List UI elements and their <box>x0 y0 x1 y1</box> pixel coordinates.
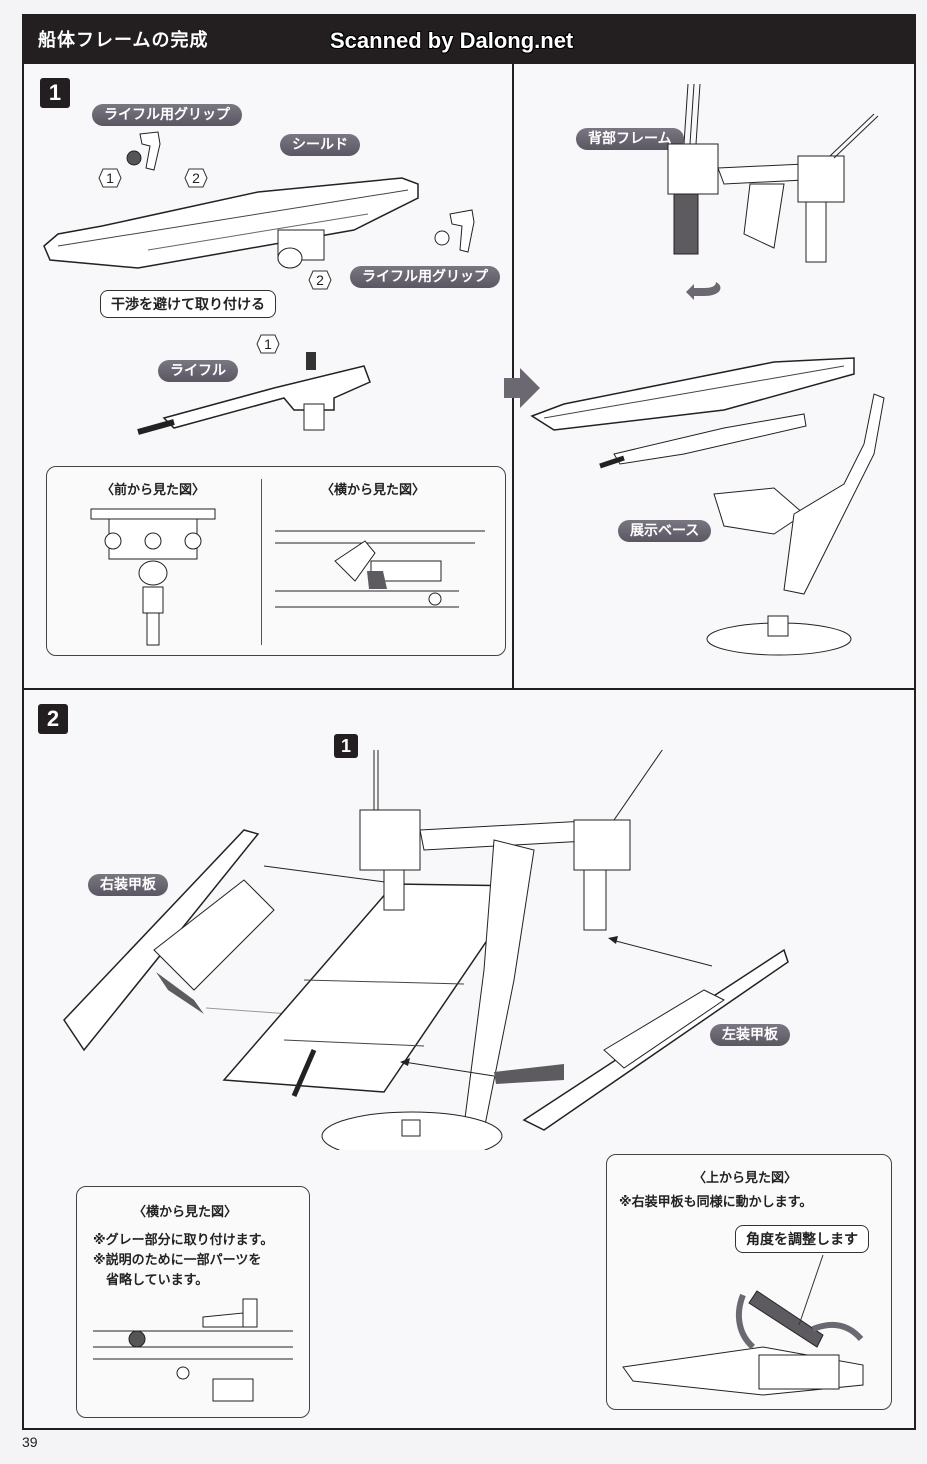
label-rifle-grip-right: ライフル用グリップ <box>350 266 500 288</box>
step1-reference-badge: 1 <box>334 734 358 758</box>
label-shield: シールド <box>280 134 360 156</box>
step1-badge: 1 <box>40 78 70 108</box>
step1-views-inset: 〈前から見た図〉 〈横から見た図〉 <box>46 466 506 656</box>
rotate-arrow-icon <box>686 282 721 300</box>
hull-assembly-drawing <box>63 750 789 1150</box>
inset-divider <box>261 479 262 645</box>
side-view-detail-drawing <box>93 1298 293 1402</box>
order-marker-2b: 2 <box>308 270 332 290</box>
order-marker-2: 2 <box>184 168 208 188</box>
side-view-inset: 〈横から見た図〉 ※グレー部分に取り付けます。 ※説明のために一部パーツを 省略… <box>76 1186 310 1418</box>
side-view-note-1: ※グレー部分に取り付けます。 <box>93 1233 274 1248</box>
top-view-note: ※右装甲板も同様に動かします。 <box>619 1195 813 1210</box>
label-rifle-grip-top: ライフル用グリップ <box>92 104 242 126</box>
page-number: 39 <box>22 1434 38 1450</box>
rifle-drawing <box>137 352 371 435</box>
top-view-detail-drawing <box>622 1255 864 1396</box>
scan-watermark: Scanned by Dalong.net <box>330 28 574 53</box>
callout-avoid-interference: 干渉を避けて取り付ける <box>100 290 276 318</box>
label-back-frame: 背部フレーム <box>576 128 684 150</box>
step2-badge: 2 <box>38 704 68 734</box>
next-arrow-icon <box>504 368 540 408</box>
side-view-inset-title: 〈横から見た図〉 <box>133 1205 238 1220</box>
side-view-title: 〈横から見た図〉 <box>321 483 426 498</box>
step2-panel: 2 1 右装甲板 左装甲板 <box>22 688 916 1430</box>
rifle-grip-part-top <box>126 131 161 171</box>
side-view-drawing <box>275 530 485 608</box>
back-frame-drawing <box>667 84 879 263</box>
assembled-ship-drawing <box>530 357 885 656</box>
step1-divider <box>512 64 514 688</box>
label-right-armor: 右装甲板 <box>88 874 168 896</box>
shield-frame-drawing <box>43 177 419 269</box>
section-header: 船体フレームの完成 Scanned by Dalong.net <box>22 14 916 62</box>
step1-panel: 1 ライフル用グリップ シールド ライフル用グリップ ライフル 背部フレーム 展… <box>22 62 916 690</box>
front-view-drawing <box>90 508 216 646</box>
callout-adjust-angle: 角度を調整します <box>735 1225 869 1253</box>
section-title: 船体フレームの完成 <box>38 30 209 51</box>
label-left-armor: 左装甲板 <box>710 1024 790 1046</box>
label-display-base: 展示ベース <box>618 520 712 542</box>
label-rifle: ライフル <box>158 360 238 382</box>
order-marker-1b: 1 <box>256 334 280 354</box>
side-view-note-2: ※説明のために一部パーツを <box>93 1253 262 1268</box>
side-view-note-3: 省略しています。 <box>93 1273 209 1288</box>
front-view-title: 〈前から見た図〉 <box>101 483 206 498</box>
top-view-inset-title: 〈上から見た図〉 <box>693 1171 798 1186</box>
top-view-inset: 〈上から見た図〉 ※右装甲板も同様に動かします。 角度を調整します <box>606 1154 892 1410</box>
order-marker-1: 1 <box>98 168 122 188</box>
rifle-grip-part-right <box>434 209 475 253</box>
